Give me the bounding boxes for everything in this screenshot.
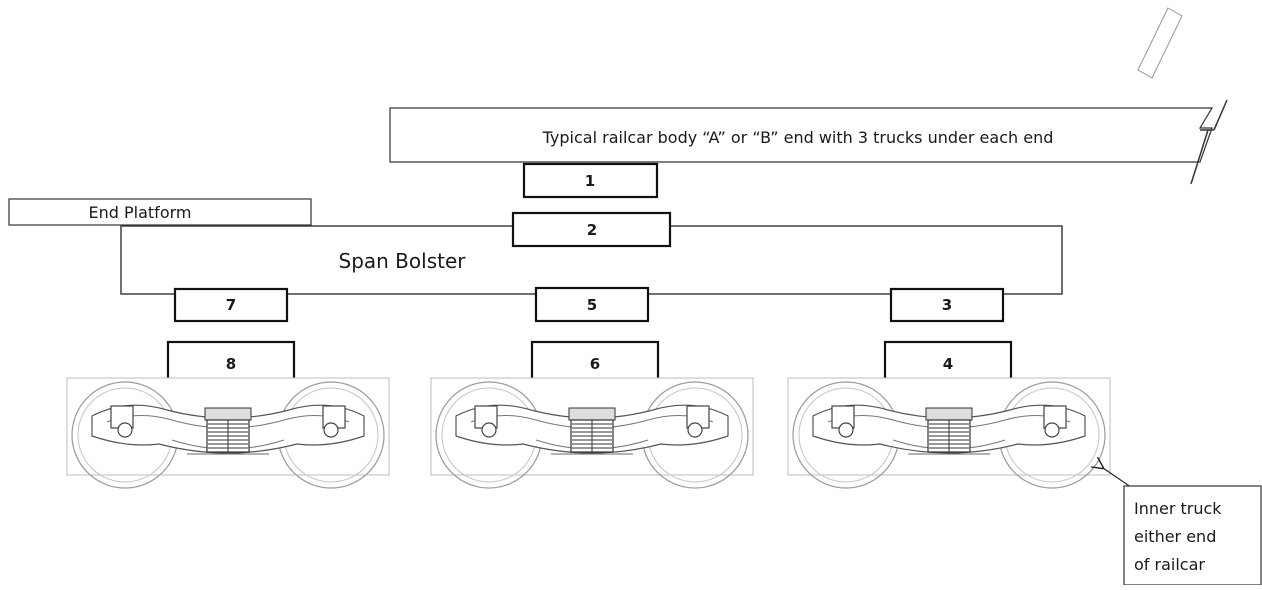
block-3: 3: [889, 287, 1005, 323]
svg-text:6: 6: [590, 355, 600, 373]
block-5: 5: [534, 286, 650, 323]
svg-text:3: 3: [942, 296, 952, 314]
block-1: 1: [522, 162, 659, 199]
end-platform: End Platform: [8, 198, 312, 226]
svg-text:2: 2: [587, 221, 597, 239]
svg-text:7: 7: [226, 296, 236, 314]
svg-text:8: 8: [226, 355, 236, 373]
callout-line-1: Inner truck: [1134, 499, 1222, 518]
svg-text:1: 1: [585, 172, 595, 190]
block-2: 2: [511, 211, 672, 248]
block-7: 7: [173, 287, 289, 323]
svg-text:4: 4: [943, 355, 953, 373]
callout-line-3: of railcar: [1134, 555, 1205, 574]
span-bolster-label: Span Bolster: [339, 249, 467, 273]
truck-center: [430, 377, 754, 489]
railcar-body-label: Typical railcar body “A” or “B” end with…: [542, 128, 1054, 147]
decorative-shape: [1137, 7, 1183, 79]
truck-right: [787, 377, 1111, 489]
svg-text:5: 5: [587, 296, 597, 314]
end-platform-label: End Platform: [89, 203, 192, 222]
callout-line-2: either end: [1134, 527, 1216, 546]
callout-box: Inner truck either end of railcar: [1123, 485, 1262, 586]
railcar-body: Typical railcar body “A” or “B” end with…: [389, 99, 1228, 185]
truck-left: [66, 377, 390, 489]
